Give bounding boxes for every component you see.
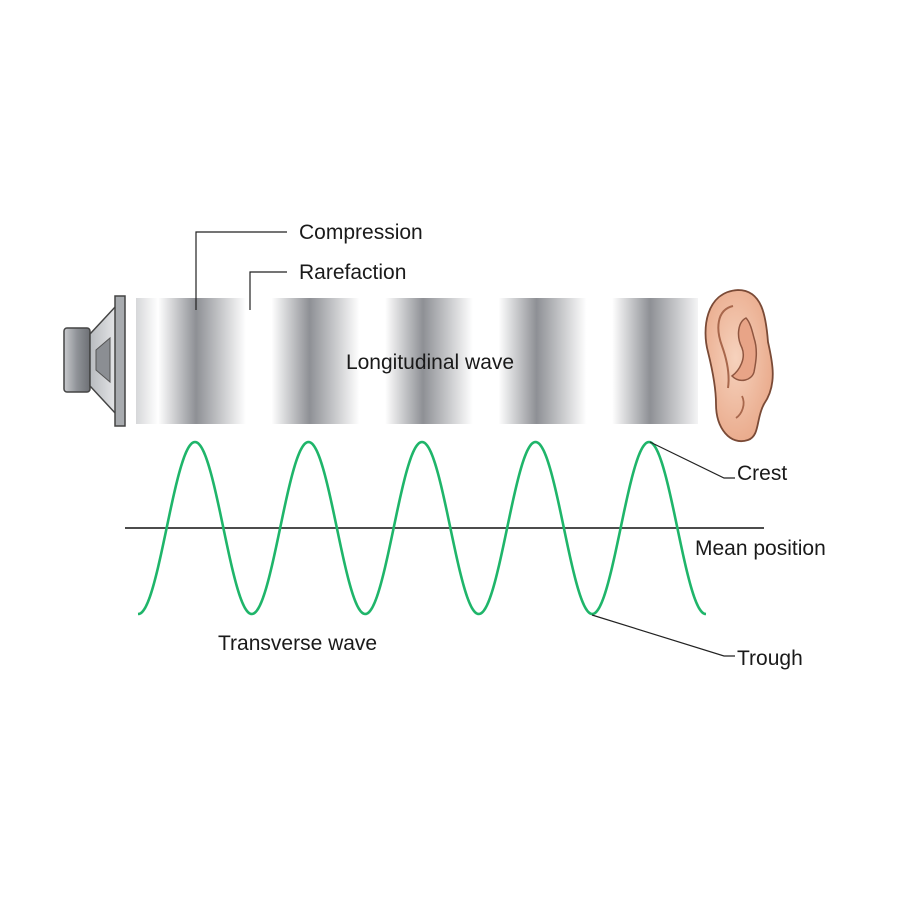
rarefaction-leader [249, 271, 287, 310]
trough-leader [591, 614, 735, 657]
compression-leader [195, 231, 287, 310]
compression-label: Compression [299, 221, 423, 244]
longitudinal-wave-band [136, 298, 698, 424]
ear-icon [704, 289, 774, 443]
longitudinal-wave-label: Longitudinal wave [346, 351, 514, 374]
mean-position-label: Mean position [695, 537, 826, 560]
speaker-icon [63, 295, 126, 427]
crest-label: Crest [737, 462, 787, 485]
leader-lines [195, 231, 735, 657]
transverse-wave-curve [137, 440, 707, 616]
crest-leader [649, 441, 735, 479]
rarefaction-label: Rarefaction [299, 261, 406, 284]
transverse-wave-label: Transverse wave [218, 632, 377, 655]
trough-label: Trough [737, 647, 803, 670]
